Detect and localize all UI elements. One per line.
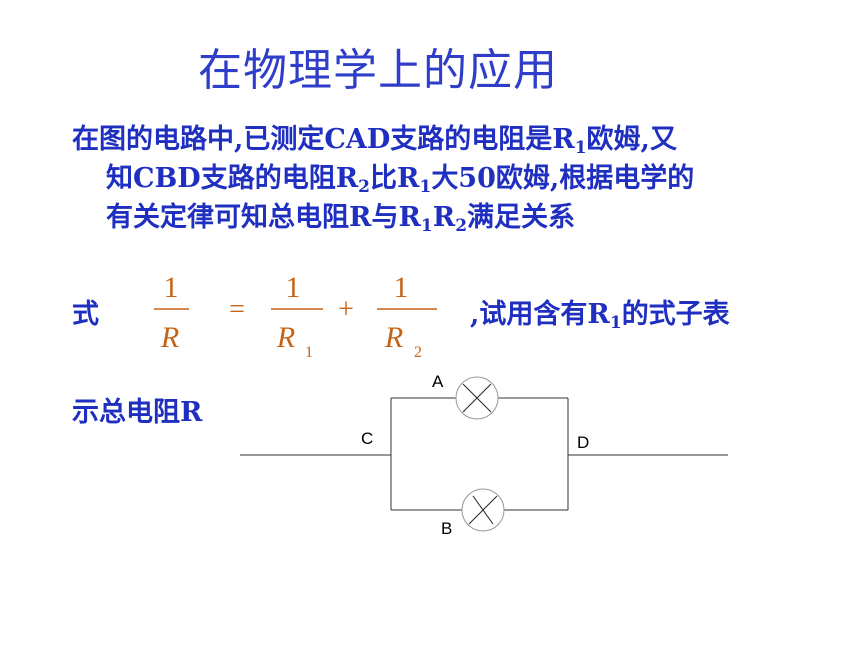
circuit-diagram xyxy=(240,376,728,532)
equals-sign: = xyxy=(229,294,245,325)
node-label-c: C xyxy=(361,429,373,448)
problem-line-1: 在图的电路中,已测定CAD支路的电阻是R1欧姆,又 xyxy=(72,124,677,158)
problem-line-4-end: ,试用含有R1的式子表 xyxy=(470,299,730,333)
fraction-denominator-r: R xyxy=(160,321,179,354)
subscript-1: 1 xyxy=(305,344,313,361)
subscript-2: 2 xyxy=(414,344,422,361)
node-label-b: B xyxy=(441,519,452,538)
fraction-denominator-r2: R xyxy=(384,321,403,354)
fraction-numerator: 1 xyxy=(286,271,301,304)
resistance-formula: 1 R = 1 R 1 + 1 R 2 xyxy=(154,271,437,361)
problem-line-5: 示总电阻R xyxy=(72,397,203,428)
lamp-b-icon xyxy=(461,488,505,532)
problem-line-2: 知CBD支路的电阻R2比R1大50欧姆,根据电学的 xyxy=(106,163,695,197)
fraction-numerator: 1 xyxy=(394,271,409,304)
problem-line-4-start: 式 xyxy=(72,299,99,330)
plus-sign: + xyxy=(338,294,354,325)
fraction-denominator-r1: R xyxy=(276,321,295,354)
lamp-a-icon xyxy=(455,376,499,420)
problem-line-3: 有关定律可知总电阻R与R1R2满足关系 xyxy=(106,202,576,236)
fraction-numerator: 1 xyxy=(164,271,179,304)
slide-title: 在物理学上的应用 xyxy=(198,45,558,96)
node-label-d: D xyxy=(577,433,589,452)
node-label-a: A xyxy=(432,372,444,391)
